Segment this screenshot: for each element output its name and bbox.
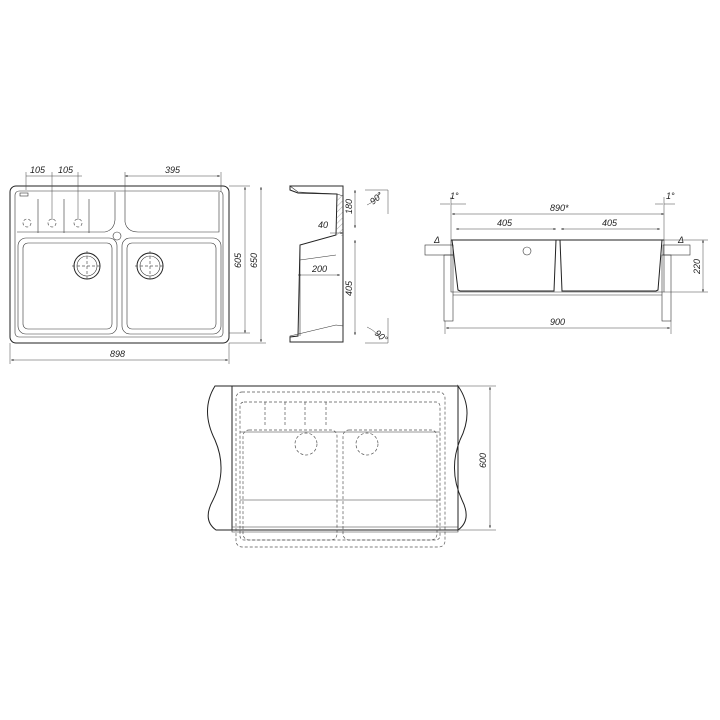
- mark-left: Δ: [433, 235, 440, 245]
- dim-40: 40: [318, 220, 328, 230]
- shelf: [124, 192, 220, 233]
- installation-view: 600: [207, 384, 496, 548]
- side-section: 180 40 200 405 90° 90°: [289, 185, 390, 345]
- dim-395: 395: [165, 165, 181, 175]
- sink-outline: [9, 185, 230, 344]
- angle-right: 1°: [666, 191, 675, 201]
- angle-top: 90°: [368, 190, 385, 207]
- left-bowl: [17, 237, 118, 335]
- top-view: 105 105 395 898 605 650: [9, 165, 266, 364]
- angle-bottom: 90°: [373, 328, 390, 345]
- dim-180: 180: [344, 199, 354, 214]
- dim-405-right: 405: [602, 218, 618, 228]
- cabinet-left: [207, 385, 233, 531]
- angle-left: 1°: [450, 191, 459, 201]
- dim-200: 200: [311, 264, 327, 274]
- dim-220: 220: [692, 259, 702, 275]
- dim-898: 898: [110, 349, 125, 359]
- countertop: [231, 385, 459, 531]
- dim-105-a: 105: [30, 165, 46, 175]
- dim-650: 650: [249, 253, 259, 268]
- dim-600: 600: [478, 453, 488, 468]
- dim-890: 890*: [550, 203, 569, 213]
- front-section: 1° 1° 890* 405 405 Δ Δ 220 900: [424, 191, 708, 334]
- dim-605: 605: [233, 252, 243, 268]
- cabinet-right: [454, 384, 468, 531]
- dim-405: 405: [344, 280, 354, 296]
- right-bowl: [121, 237, 222, 335]
- dim-405-left: 405: [497, 218, 513, 228]
- dim-105-b: 105: [58, 165, 74, 175]
- dim-900: 900: [550, 317, 565, 327]
